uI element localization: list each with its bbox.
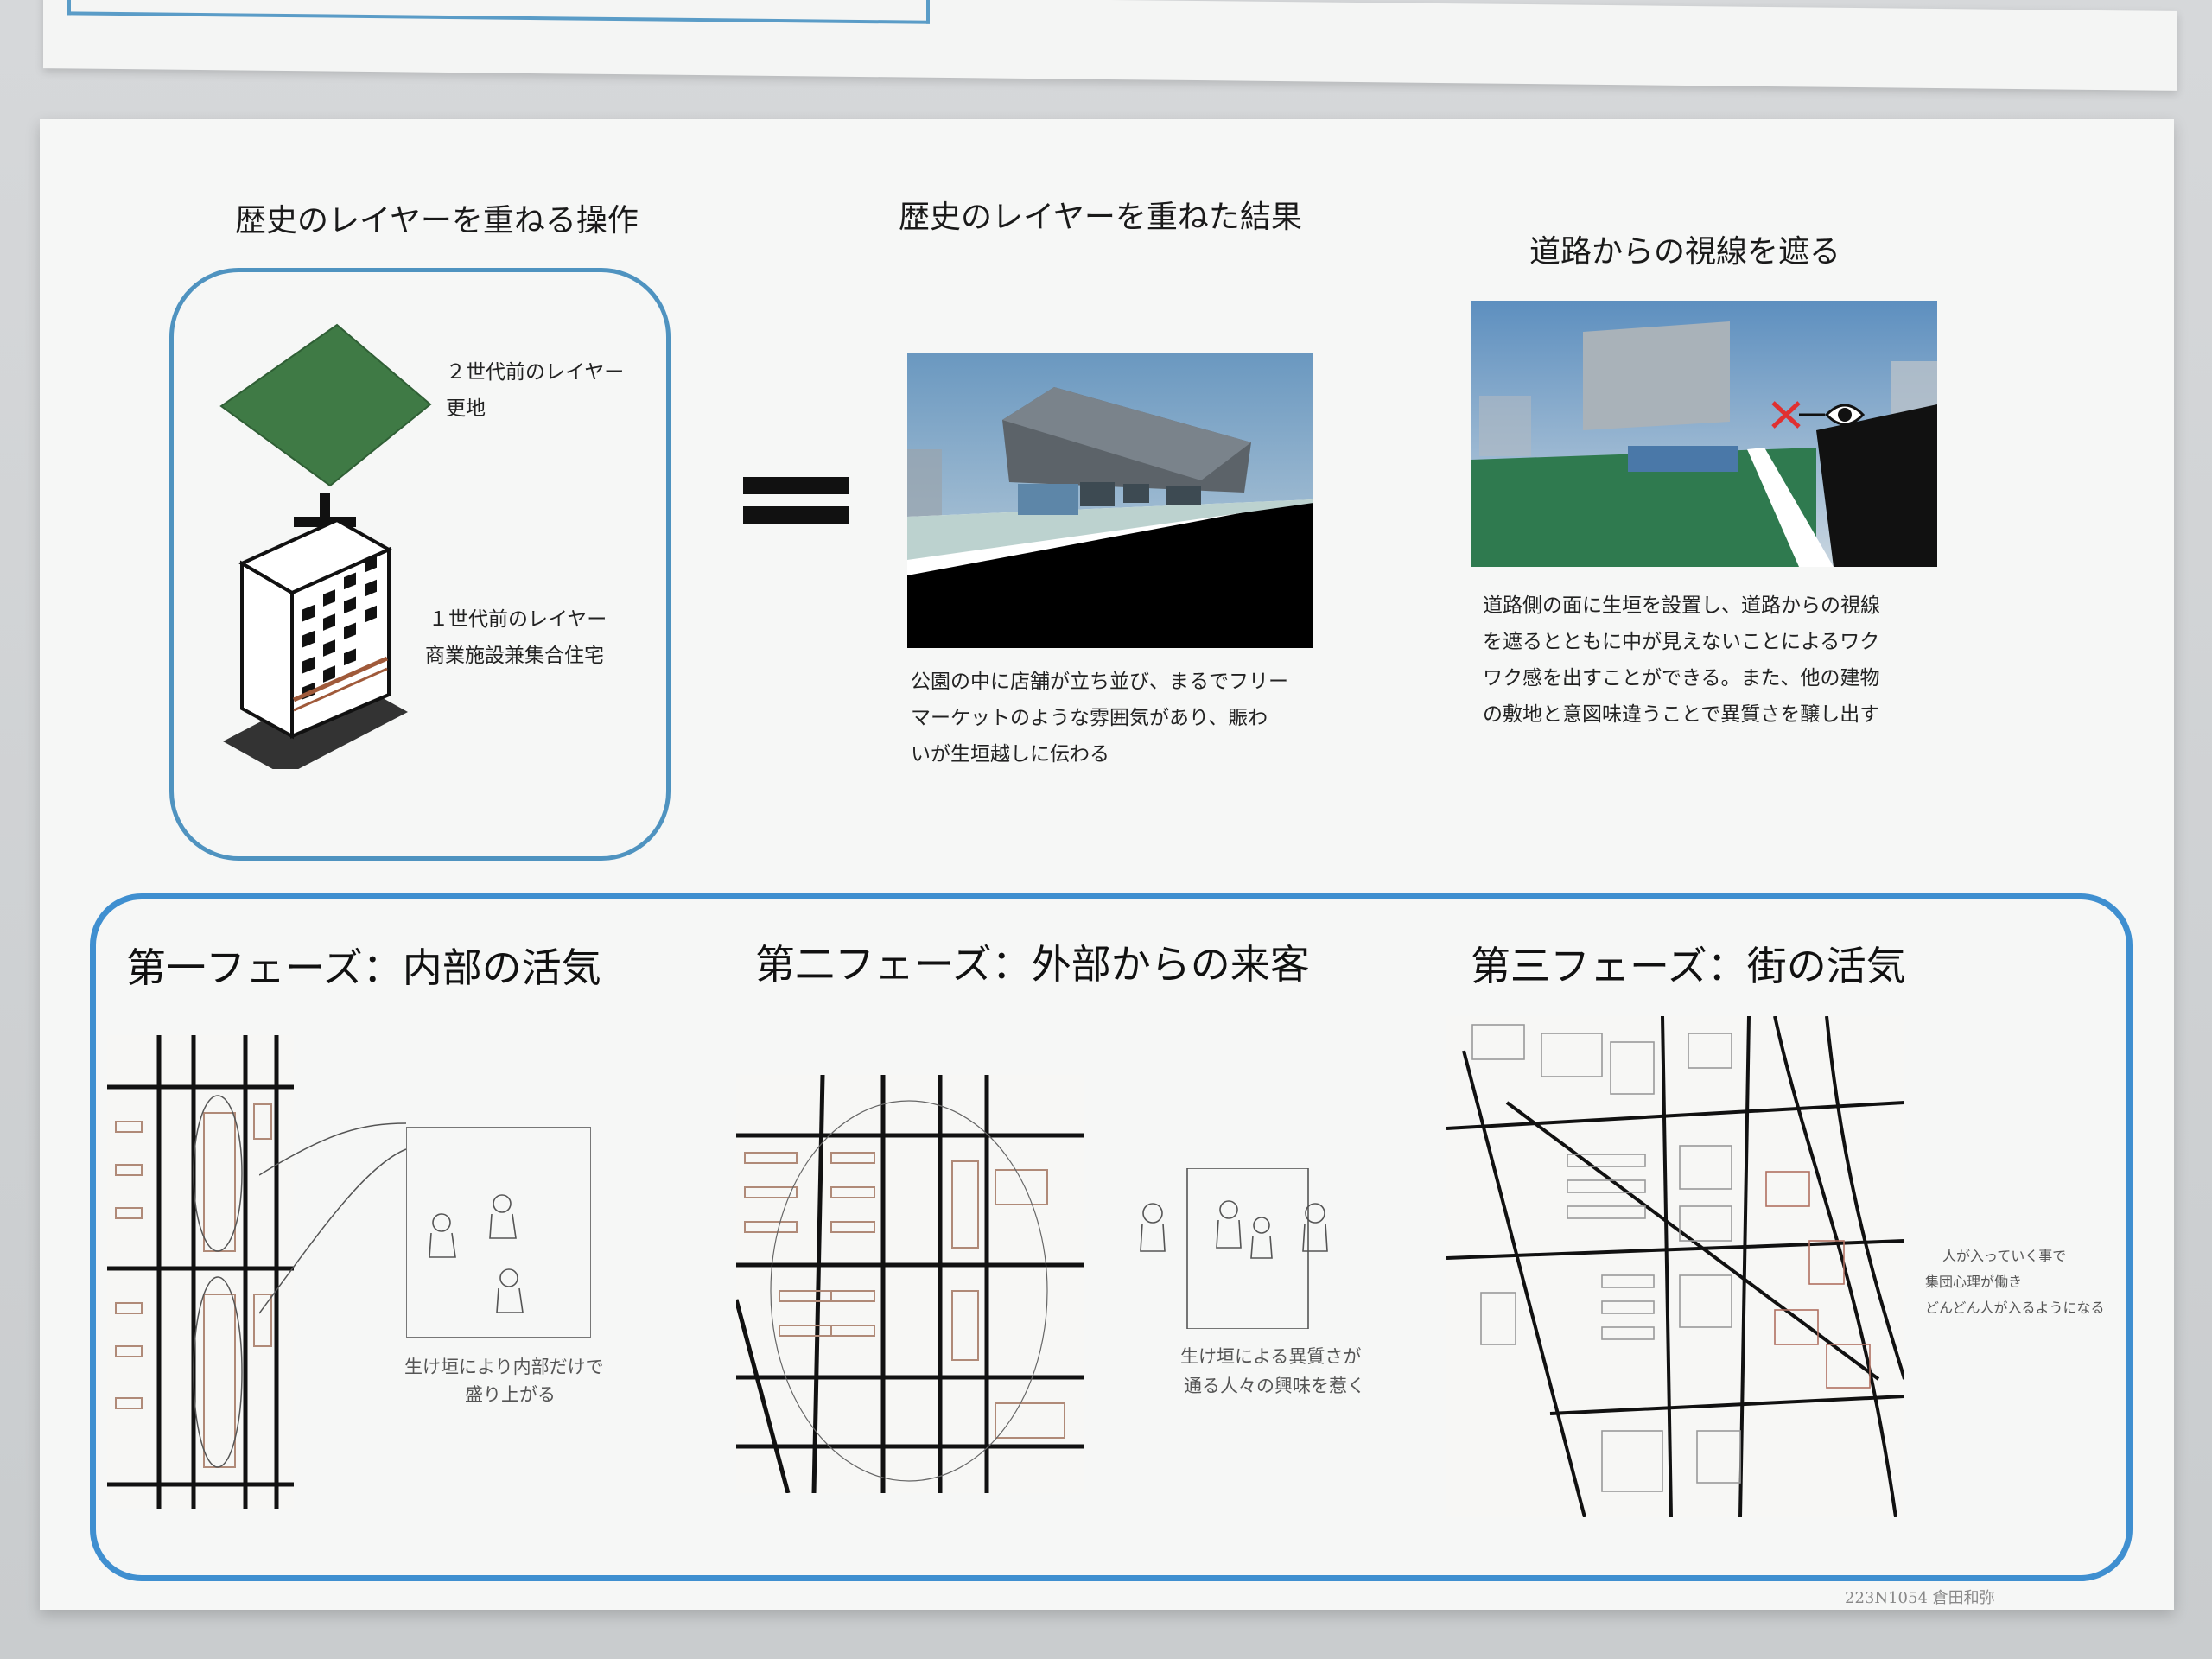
heading-layer-result: 歴史のレイヤーを重ねた結果 — [899, 200, 1302, 235]
block-caption-2: を遮るとともに中が見えないことによるワク — [1483, 631, 1880, 653]
layer2-label: ２世代前のレイヤー — [446, 361, 625, 384]
author-signature: 223N1054 倉田和弥 — [1845, 1589, 1995, 1607]
phase1-map — [107, 1035, 294, 1509]
phase2-note-2: 通る人々の興味を惹く — [1184, 1376, 1365, 1396]
heading-block-view: 道路からの視線を遮る — [1529, 234, 1841, 270]
layer-diagram — [219, 323, 432, 769]
render-layered-result — [907, 353, 1313, 648]
layer1-label: １世代前のレイヤー — [429, 608, 607, 631]
block-caption-1: 道路側の面に生垣を設置し、道路からの視線 — [1483, 594, 1880, 617]
upper-poster-frame — [67, 0, 930, 24]
layer-operation-frame — [169, 268, 671, 861]
phase1-sketch-lines — [259, 1122, 407, 1314]
phase2-note-1: 生け垣による異質さが — [1180, 1346, 1362, 1367]
eye-icon — [1824, 397, 1866, 432]
equals-sign-top — [743, 477, 849, 494]
equals-sign-bottom — [743, 506, 849, 524]
phase3-map — [1446, 1016, 1904, 1517]
phase3-note-3: どんどん人が入るようになる — [1925, 1300, 2105, 1316]
block-caption-4: の敷地と意図味違うことで異質さを醸し出す — [1483, 703, 1880, 726]
result-caption-2: マーケットのような雰囲気があり、賑わ — [911, 707, 1268, 729]
phase3-title: 第三フェーズ：街の活気 — [1471, 943, 1906, 989]
phase1-hedge-sketch — [406, 1127, 591, 1338]
heading-layer-operation: 歴史のレイヤーを重ねる操作 — [235, 203, 639, 238]
vacant-lot-layer — [219, 323, 432, 487]
phase3-note-2: 集団心理が働き — [1925, 1274, 2023, 1290]
phase-frame — [90, 893, 2133, 1581]
result-caption-3: いが生垣越しに伝わる — [911, 743, 1109, 766]
phase1-note-2: 盛り上がる — [465, 1384, 556, 1405]
phase3-note-1: 人が入っていく事で — [1942, 1248, 2067, 1264]
phase2-hedge-sketch — [1135, 1167, 1334, 1330]
phase1-note-1: 生け垣により内部だけで — [404, 1357, 604, 1377]
phase2-map — [736, 1075, 1084, 1493]
layer1-sublabel: 商業施設兼集合住宅 — [425, 645, 604, 667]
render-blocked-view — [1471, 301, 1937, 567]
building-layer — [223, 518, 408, 769]
block-caption-3: ワク感を出すことができる。また、他の建物 — [1483, 667, 1880, 690]
phase2-title: 第二フェーズ：外部からの来客 — [755, 941, 1310, 988]
layer2-sublabel: 更地 — [446, 397, 486, 420]
phase1-title: 第一フェーズ：内部の活気 — [126, 944, 601, 991]
result-caption-1: 公園の中に店舗が立ち並び、まるでフリー — [911, 671, 1288, 693]
